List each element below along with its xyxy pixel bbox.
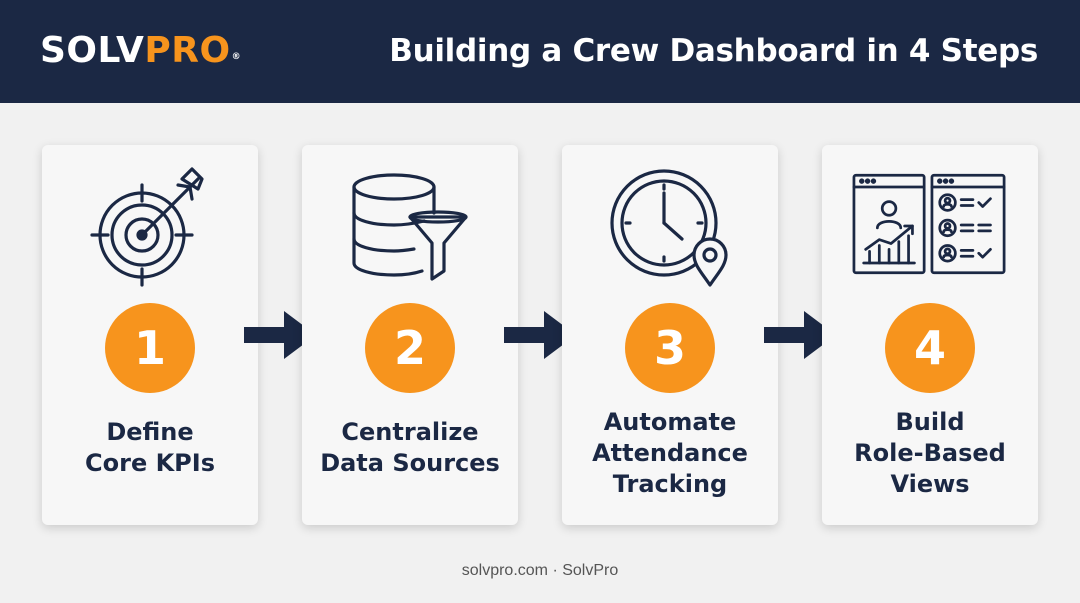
- step-label-2: Centralize Data Sources: [308, 417, 512, 479]
- footer-credit: solvpro.com · SolvPro: [461, 562, 619, 579]
- header-bar: SOLVPRO® Building a Crew Dashboard in 4 …: [0, 0, 1080, 103]
- clock-location-icon: [610, 169, 728, 287]
- step-number-2: 2: [365, 303, 455, 393]
- step-4-label-line: Role-Based: [854, 439, 1006, 467]
- step-2-label-line: Centralize: [341, 418, 479, 446]
- brand-logo: SOLVPRO®: [40, 28, 241, 74]
- arrow-right-icon: [764, 311, 836, 359]
- arrow-right-icon: [504, 311, 576, 359]
- registered-mark: ®: [231, 52, 242, 62]
- target-arrow-icon: [90, 167, 204, 287]
- step-label-1: Define Core KPIs: [48, 417, 252, 479]
- step-card-1: 1 Define Core KPIs: [42, 145, 258, 525]
- step-4-label-line: Build: [895, 408, 965, 436]
- arrow-right-icon: [244, 311, 316, 359]
- step-1-label-line: Core KPIs: [85, 449, 215, 477]
- step-label-4: Build Role-Based Views: [828, 407, 1032, 500]
- step-number-4: 4: [885, 303, 975, 393]
- dashboard-views-icon: [852, 173, 1006, 275]
- step-card-4: 4 Build Role-Based Views: [822, 145, 1038, 525]
- step-3-label-line: Tracking: [612, 470, 728, 498]
- step-number-1: 1: [105, 303, 195, 393]
- step-label-3: Automate Attendance Tracking: [568, 407, 772, 500]
- step-3-label-line: Attendance: [592, 439, 748, 467]
- logo-text-solv: SOLV: [40, 30, 145, 71]
- step-4-label-line: Views: [890, 470, 970, 498]
- database-funnel-icon: [352, 173, 468, 281]
- page-title: Building a Crew Dashboard in 4 Steps: [389, 33, 1038, 69]
- step-card-3: 3 Automate Attendance Tracking: [562, 145, 778, 525]
- step-1-label-line: Define: [106, 418, 194, 446]
- logo-text-pro: PRO: [144, 30, 231, 71]
- step-3-label-line: Automate: [603, 408, 737, 436]
- step-number-3: 3: [625, 303, 715, 393]
- step-2-label-line: Data Sources: [320, 449, 500, 477]
- step-card-2: 2 Centralize Data Sources: [302, 145, 518, 525]
